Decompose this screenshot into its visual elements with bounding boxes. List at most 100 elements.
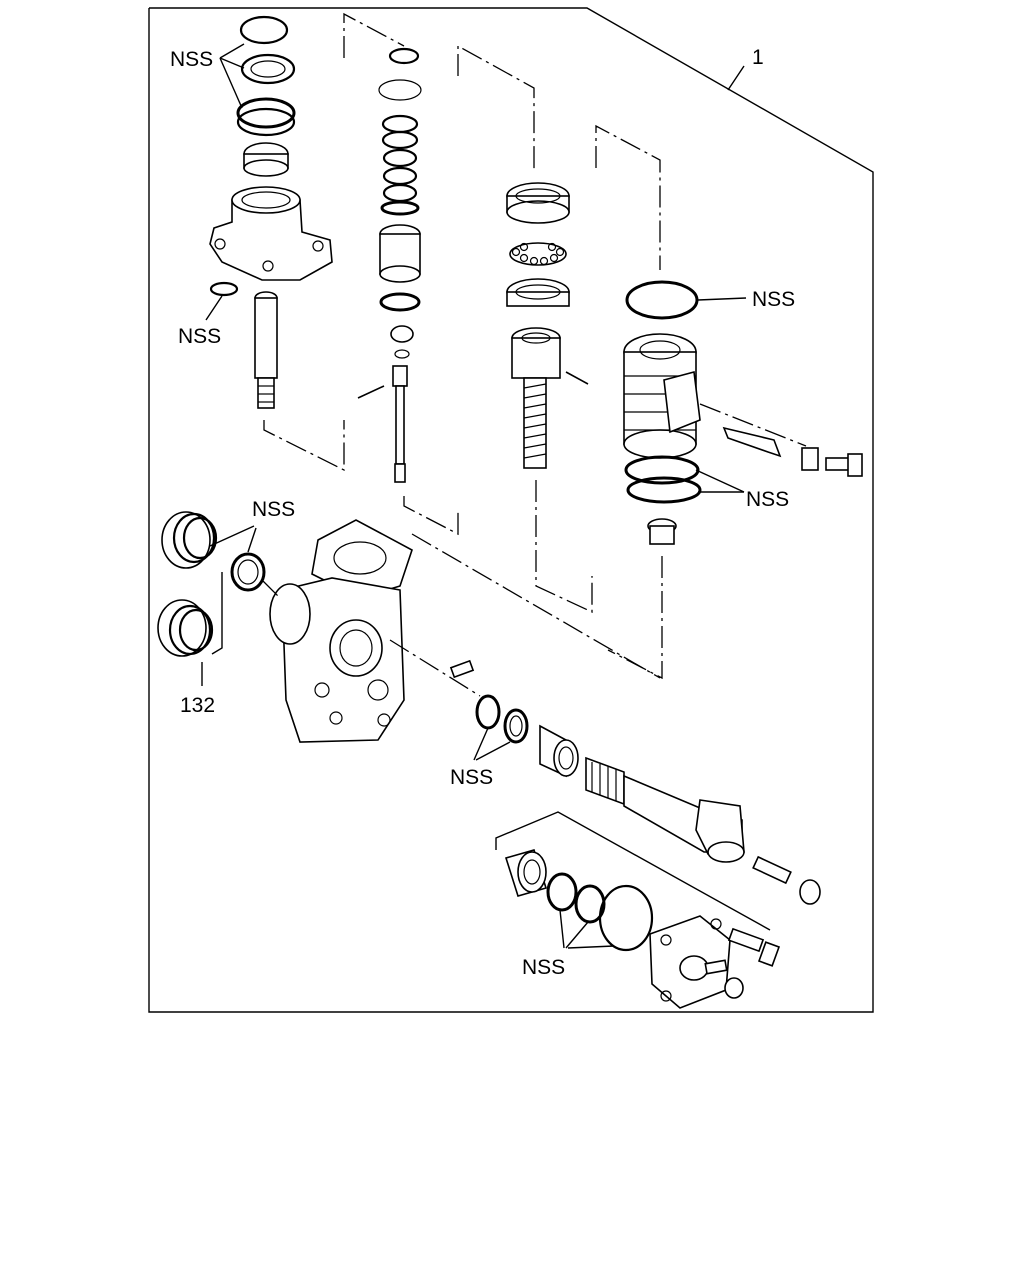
stack-ring-6 xyxy=(380,200,420,216)
input-shaft-end xyxy=(707,841,745,863)
dash-guide-sector xyxy=(263,420,345,472)
washer-top xyxy=(239,15,289,45)
bearing-race-lower-inner xyxy=(515,284,561,300)
shaft-seal-1 xyxy=(475,694,501,730)
long-rod-head xyxy=(392,365,408,387)
piston-rack-block xyxy=(663,370,701,434)
housing-seal-inner xyxy=(237,559,259,585)
piston-ring-2 xyxy=(626,476,702,504)
shaft-bearing-face xyxy=(553,739,579,777)
nss-label-large-oring: NSS xyxy=(752,288,795,311)
stack-ring-4 xyxy=(382,166,418,186)
end-cover-stud xyxy=(704,959,728,975)
item-number-132: 132 xyxy=(180,694,215,717)
nss-leader-top-left-2 xyxy=(219,57,245,69)
input-shaft-group xyxy=(475,694,821,905)
bearing-race-top-lower xyxy=(506,200,570,224)
stack-nut xyxy=(390,325,414,343)
end-cover-bolt-shank xyxy=(727,927,765,953)
long-rod-body xyxy=(395,385,405,465)
boot-lower-ring-2 xyxy=(178,608,214,652)
bearing-worm-group xyxy=(506,182,589,469)
assembly-callout-leader xyxy=(727,65,745,91)
cover-group-bracket xyxy=(495,811,771,931)
boots-bracket xyxy=(211,572,223,655)
boots-bracket-dash xyxy=(261,579,281,599)
cover-bearing-face xyxy=(517,851,547,893)
side-cover-bolt-hole-left xyxy=(214,238,226,250)
seal-ring-stack xyxy=(357,47,422,483)
end-cover-hole-3 xyxy=(660,990,672,1002)
housing-main-bore-inner xyxy=(339,629,373,667)
cover-seal-2 xyxy=(574,884,606,924)
large-oring xyxy=(625,280,699,320)
nss-leader-large-oring xyxy=(697,297,747,301)
cover-seal-1 xyxy=(546,872,578,912)
worm-pin xyxy=(565,371,589,385)
end-cover-bolt-head xyxy=(757,941,781,967)
boot-lower-outer xyxy=(157,599,207,657)
boot-upper-ring-2 xyxy=(182,516,218,560)
stack-ring-2 xyxy=(381,130,419,150)
ball-bearing-balls xyxy=(511,242,565,266)
long-rod-tip xyxy=(394,463,406,483)
end-cover-center xyxy=(679,955,709,981)
piston-nut-body xyxy=(649,525,675,545)
housing-seal-ring xyxy=(230,552,266,592)
boot-upper-outer xyxy=(161,511,211,569)
nss-leader-shaft-seal-2 xyxy=(475,741,511,761)
shaft-bearing-inner xyxy=(558,746,574,770)
ball-guide xyxy=(722,426,782,458)
rack-piston-group xyxy=(623,280,863,545)
housing-main-bore xyxy=(329,619,383,677)
nss-leader-cover-seal-1 xyxy=(559,909,565,949)
housing-flange-bore xyxy=(333,541,387,575)
stack-washer-2 xyxy=(378,79,422,101)
stack-pin xyxy=(357,385,385,399)
adjuster-bolt xyxy=(752,855,792,885)
boot-lower-ring-1 xyxy=(168,604,212,656)
seal-thick-back xyxy=(236,107,296,137)
end-cover-group xyxy=(504,849,781,1009)
stack-ring-7 xyxy=(379,292,421,312)
side-cover-bolt-hole-right xyxy=(312,240,324,252)
stack-washer-1 xyxy=(388,47,420,65)
guide-clamp xyxy=(801,447,819,471)
washer-second xyxy=(240,53,296,85)
nss-label-shaft-seals: NSS xyxy=(450,766,493,789)
end-cover-nut xyxy=(724,977,744,999)
needle-bearing-bottom xyxy=(243,159,289,177)
nss-label-piston-rings: NSS xyxy=(746,488,789,511)
housing-port-4 xyxy=(377,713,391,727)
guide-clamp-bolt-head xyxy=(847,453,863,477)
adjuster-nut xyxy=(799,879,821,905)
dash-guide-top-col4 xyxy=(595,124,661,270)
dash-guide-col2 xyxy=(403,496,459,536)
housing-side-bore xyxy=(269,583,311,645)
sector-shaft-body xyxy=(254,297,278,379)
nss-leader-housing-seal-1 xyxy=(209,525,255,547)
housing-port-2 xyxy=(314,682,330,698)
small-oring xyxy=(209,281,239,297)
seal-thick xyxy=(236,97,296,129)
bearing-race-top-inner xyxy=(515,188,561,204)
boot-upper-ring-1 xyxy=(172,512,216,564)
shaft-seal-2-inner xyxy=(509,715,523,737)
dash-guide-col3 xyxy=(535,480,593,614)
nss-label-cover-seals: NSS xyxy=(522,956,565,979)
housing-port-3 xyxy=(329,711,343,725)
nss-leader-piston-ring-1 xyxy=(695,469,745,493)
upper-left-parts-group xyxy=(209,15,333,409)
end-cover-hole-2 xyxy=(710,918,722,930)
nss-leader-shaft-seal-1 xyxy=(473,727,489,761)
washer-second-inner xyxy=(250,60,286,78)
dash-guide-top-col3 xyxy=(457,44,535,170)
side-cover-housing xyxy=(209,199,333,281)
stack-ring-1 xyxy=(381,114,419,134)
guide-dash xyxy=(699,403,807,447)
piston-bottom xyxy=(623,429,697,459)
worm-valve-body xyxy=(511,337,561,379)
worm-valve-inner xyxy=(521,332,551,344)
housing-stud xyxy=(449,659,475,679)
